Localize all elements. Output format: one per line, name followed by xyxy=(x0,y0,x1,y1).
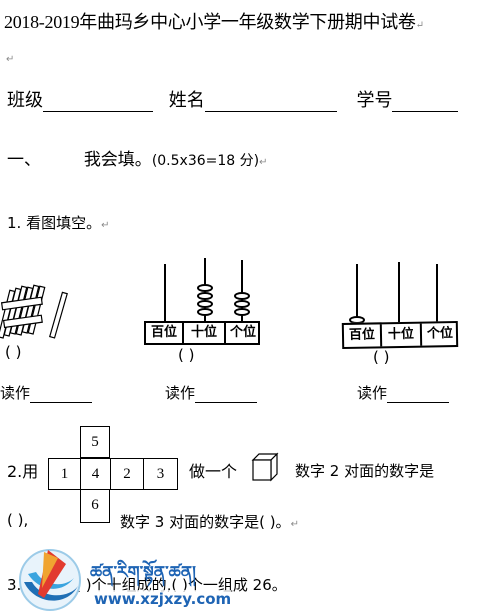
abacus-bead xyxy=(234,308,250,316)
read-as-line: 读作 xyxy=(357,382,450,403)
paragraph-mark: ↵ xyxy=(290,519,299,530)
read-as-line: 读作 xyxy=(165,382,258,403)
name-label: 姓名 xyxy=(168,90,205,111)
place-tens: 十位 xyxy=(381,323,423,347)
question-2-text-b: 数字 2 对面的数字是 xyxy=(295,462,435,480)
paragraph-mark: ↵ xyxy=(6,54,15,65)
class-blank[interactable] xyxy=(43,93,153,112)
section-number: 一、 xyxy=(7,150,41,170)
abacus-rod xyxy=(356,264,358,324)
name-blank[interactable] xyxy=(204,93,337,112)
read-as-blank[interactable] xyxy=(30,384,93,403)
read-as-blank[interactable] xyxy=(387,384,450,403)
class-label: 班级 xyxy=(7,90,43,111)
abacus-rod xyxy=(164,264,166,324)
question-2-text-a: 做一个 xyxy=(189,462,238,481)
read-as-blank[interactable] xyxy=(195,384,258,403)
read-as-label: 读作 xyxy=(0,384,31,402)
abacus-place-plate: 百位 十位 个位 xyxy=(341,320,459,350)
cube-icon xyxy=(251,452,279,482)
cube-net-face-left: 1 xyxy=(48,458,81,490)
number-blank[interactable] xyxy=(392,93,459,112)
exam-title: 2018-2019年曲玛乡中心小学一年级数学下册期中试卷↵ xyxy=(4,8,424,34)
answer-paren[interactable]: ( ) xyxy=(178,346,195,364)
cube-net-face-right1: 2 xyxy=(110,458,144,490)
section-points: (0.5x36=18 分) xyxy=(151,153,260,169)
read-as-line: 读作 xyxy=(0,382,93,403)
paragraph-mark: ↵ xyxy=(259,157,268,168)
question-1-text: 1. 看图填空。 xyxy=(7,214,102,232)
abacus-place-plate: 百位 十位 个位 xyxy=(144,321,260,345)
cube-net-face-right2: 3 xyxy=(143,458,178,490)
paragraph-mark: ↵ xyxy=(101,220,110,231)
watermark-tibetan: ཚན་རིག་སྟོན་ཚན། xyxy=(90,563,196,583)
abacus-bead xyxy=(197,292,213,300)
cube-net-face-center: 4 xyxy=(80,458,111,490)
abacus-rod xyxy=(436,264,438,324)
question-2-line2-paren[interactable]: ( ), xyxy=(7,511,29,529)
read-as-label: 读作 xyxy=(357,384,388,402)
question-2-line2-content: 数字 3 对面的数字是( )。 xyxy=(120,513,291,531)
abacus-bead xyxy=(234,292,250,300)
place-hundreds: 百位 xyxy=(343,324,383,347)
paragraph-mark: ↵ xyxy=(415,20,424,31)
abacus-1: 百位 十位 个位 xyxy=(140,258,262,348)
watermark-logo-icon xyxy=(19,549,81,611)
student-info-line: 班级 姓名 学号 xyxy=(7,86,459,112)
section-heading: 一、 我会填。(0.5x36=18 分)↵ xyxy=(7,145,268,170)
watermark-url: www.xzjxzy.com xyxy=(94,590,232,608)
exam-title-text: 2018-2019年曲玛乡中心小学一年级数学下册期中试卷 xyxy=(4,12,416,32)
abacus-bead xyxy=(197,300,213,308)
question-2-prefix: 2.用 xyxy=(7,462,39,481)
cube-net-face-top: 5 xyxy=(80,426,110,458)
place-ones: 个位 xyxy=(426,326,454,342)
place-ones: 个位 xyxy=(229,325,256,340)
question-1-label: 1. 看图填空。↵ xyxy=(7,212,109,233)
question-2-line2-text: 数字 3 对面的数字是( )。↵ xyxy=(120,511,299,532)
number-label: 学号 xyxy=(356,90,393,111)
cube-net-face-bottom: 6 xyxy=(80,489,110,523)
place-tens: 十位 xyxy=(184,323,226,343)
abacus-2: 百位 十位 个位 xyxy=(338,262,462,352)
read-as-label: 读作 xyxy=(165,384,196,402)
stick-bundles-image xyxy=(0,284,68,339)
abacus-bead xyxy=(197,308,213,316)
section-title: 我会填。 xyxy=(83,150,152,170)
abacus-rod xyxy=(398,262,400,324)
abacus-bead xyxy=(234,300,250,308)
abacus-bead xyxy=(197,284,213,292)
answer-paren[interactable]: ( ) xyxy=(373,348,390,366)
answer-paren[interactable]: ( ) xyxy=(5,343,22,361)
place-hundreds: 百位 xyxy=(146,323,184,343)
